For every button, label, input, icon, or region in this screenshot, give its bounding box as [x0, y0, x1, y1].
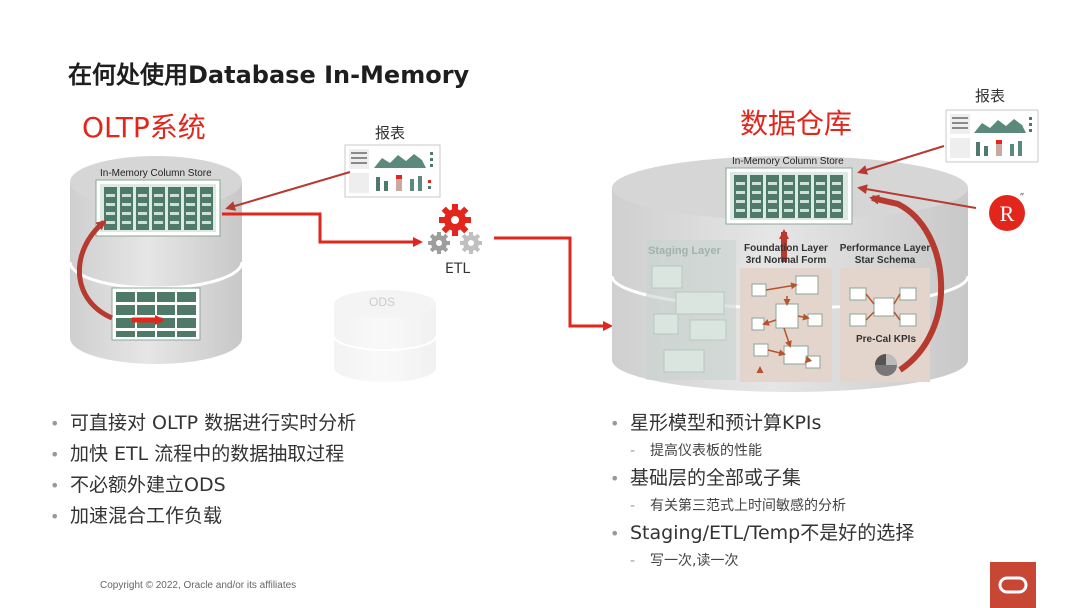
list-item: 加速混合工作负载	[44, 501, 356, 532]
staging-layer-label: Staging Layer	[648, 245, 721, 257]
list-item: 可直接对 OLTP 数据进行实时分析	[44, 408, 356, 439]
oracle-logo-icon	[990, 562, 1036, 608]
foundation-layer-panel	[740, 268, 832, 382]
oltp-row-store-grid	[111, 287, 201, 341]
ods-label: ODS	[369, 295, 396, 309]
etl-label: ETL	[445, 261, 471, 277]
performance-to-column-store-arrow	[869, 194, 944, 373]
report-chart-icon	[344, 144, 441, 198]
r-query-arrow	[857, 184, 977, 209]
left-bullet-list: 可直接对 OLTP 数据进行实时分析 加快 ETL 流程中的数据抽取过程 不必额…	[44, 408, 356, 532]
warehouse-column-store-label: In-Memory Column Store	[732, 156, 844, 167]
gear-icon	[428, 204, 482, 254]
ods-database-cylinder	[333, 290, 437, 382]
performance-layer-label-line1: Performance Layer	[839, 243, 931, 254]
foundation-layer-label: Foundation Layer 3rd Normal Form	[740, 243, 832, 267]
performance-layer-label-line2: Star Schema	[854, 255, 916, 266]
list-item: 基础层的全部或子集	[604, 463, 914, 494]
warehouse-column-store-grid	[725, 167, 853, 225]
performance-layer-label: Performance Layer Star Schema	[836, 243, 934, 267]
report-chart-icon-right	[945, 109, 1039, 163]
foundation-layer-label-line1: Foundation Layer	[744, 243, 828, 254]
right-bullet-list: 星形模型和预计算KPIs 提高仪表板的性能 基础层的全部或子集 有关第三范式上时…	[604, 408, 914, 573]
precal-kpis-label: Pre-Cal KPIs	[856, 334, 917, 345]
r-logo-icon: R ″	[976, 190, 1030, 240]
staging-layer-panel	[646, 240, 736, 380]
report-query-arrow-right	[857, 145, 945, 175]
oltp-column-store-label: In-Memory Column Store	[100, 168, 212, 179]
warehouse-heading: 数据仓库	[740, 107, 853, 140]
list-item: Staging/ETL/Temp不是好的选择	[604, 518, 914, 549]
list-sub-item: 写一次,读一次	[604, 549, 914, 573]
copyright-text: Copyright © 2022, Oracle and/or its affi…	[100, 580, 297, 591]
performance-layer-panel	[840, 268, 930, 382]
list-item: 不必额外建立ODS	[44, 470, 356, 501]
oltp-column-store-grid	[95, 179, 221, 237]
oltp-heading: OLTP系统	[82, 111, 206, 144]
etl-flow-arrow-in	[222, 212, 423, 247]
foundation-layer-label-line2: 3rd Normal Form	[745, 255, 827, 266]
list-item: 加快 ETL 流程中的数据抽取过程	[44, 439, 356, 470]
list-item: 星形模型和预计算KPIs	[604, 408, 914, 439]
list-sub-item: 提高仪表板的性能	[604, 439, 914, 463]
list-sub-item: 有关第三范式上时间敏感的分析	[604, 494, 914, 518]
report-label-right: 报表	[975, 87, 1006, 105]
svg-text:R: R	[1000, 201, 1015, 226]
etl-flow-arrow-out	[494, 236, 613, 331]
report-query-arrow-left	[225, 171, 351, 211]
svg-text:″: ″	[1020, 192, 1024, 203]
page-title: 在何处使用Database In-Memory	[68, 61, 470, 89]
report-label-left: 报表	[375, 124, 406, 142]
oltp-populate-arrow	[77, 220, 114, 321]
